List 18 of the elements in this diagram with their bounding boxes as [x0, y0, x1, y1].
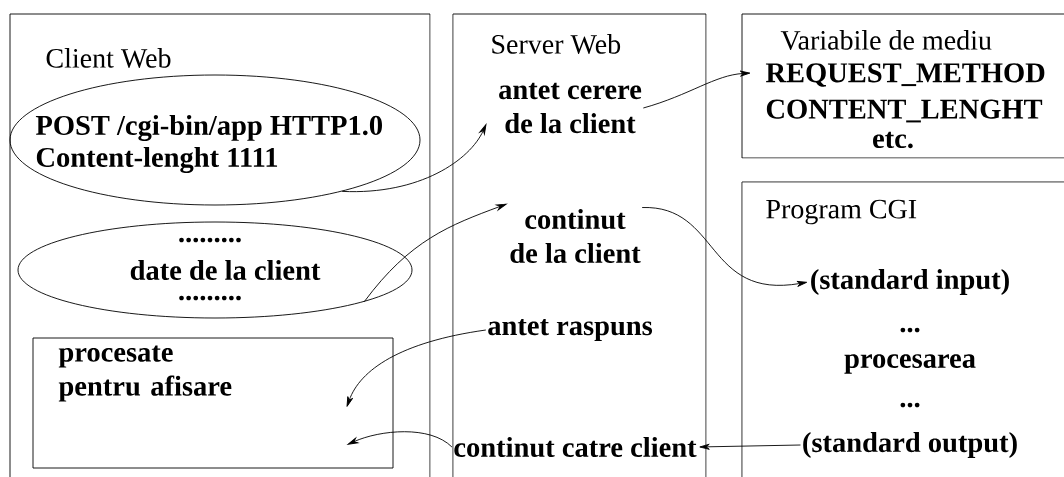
text: procesarea	[844, 354, 976, 374]
arrow	[641, 207, 808, 287]
arrow	[642, 70, 751, 109]
display-box: procesate pentru afisare	[32, 337, 394, 469]
response-header-text: antet raspuns	[488, 318, 653, 342]
text: ...	[900, 327, 920, 333]
text: ...	[900, 402, 920, 408]
environment-box: Variabile de mediu REQUEST_METHOD CONTENT_LENGHT etc.	[741, 13, 1064, 159]
arrow	[341, 124, 487, 192]
arrow	[346, 329, 487, 407]
arrow	[363, 203, 507, 303]
request-header-text: antet cerere de la client	[499, 82, 642, 134]
arrow	[347, 431, 453, 448]
arrow	[699, 443, 801, 450]
response-content-text: continut catre client	[454, 436, 697, 458]
client-content-text: continut de la client	[510, 209, 641, 264]
standard-input-text: (standard input)	[811, 269, 1009, 295]
standard-output-text: (standard output)	[803, 432, 1017, 458]
